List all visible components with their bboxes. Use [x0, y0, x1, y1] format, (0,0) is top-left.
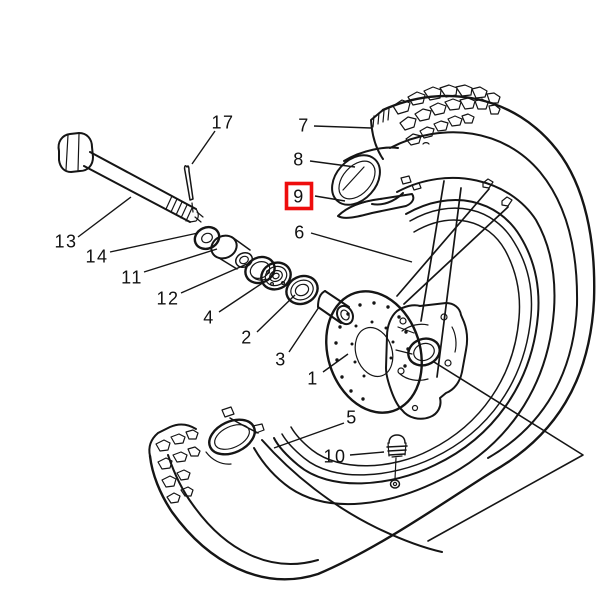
leader-line-part-4 — [218, 277, 271, 313]
leader-line-part-5 — [273, 422, 345, 449]
leader-line-part-10 — [349, 451, 385, 456]
leader-line-part-7 — [313, 125, 372, 129]
leader-line-part-3 — [288, 306, 320, 353]
oil-seal-drawing — [244, 255, 276, 285]
part-number-7[interactable]: 7 — [298, 116, 310, 136]
highlight-box — [284, 181, 314, 211]
part-number-1[interactable]: 1 — [307, 369, 319, 389]
hub-casting-drawing — [385, 302, 469, 420]
spokes-drawing — [396, 178, 584, 542]
assembly-guide-lines — [427, 361, 584, 542]
leader-line-part-6 — [310, 232, 413, 263]
part-number-12[interactable]: 12 — [156, 289, 179, 309]
part-number-4[interactable]: 4 — [203, 308, 215, 328]
tire-bead-hooks — [221, 175, 422, 434]
part-number-14[interactable]: 14 — [85, 247, 108, 267]
tread-knobs-top — [392, 84, 501, 146]
bearing-right-drawing — [285, 274, 319, 306]
spacer-drawing — [317, 290, 354, 326]
part-number-10[interactable]: 10 — [323, 447, 346, 467]
tread-knobs-bottom — [148, 423, 201, 504]
leader-line-part-12 — [180, 263, 248, 294]
leader-line-part-17 — [191, 130, 216, 165]
callout-layer: 17 7 8 9 6 13 14 11 12 4 2 31 510 — [54, 113, 413, 467]
leader-line-part-11 — [143, 248, 218, 273]
part-number-13[interactable]: 13 — [54, 232, 77, 252]
part-number-6[interactable]: 6 — [294, 223, 306, 243]
part-number-5[interactable]: 5 — [346, 408, 358, 428]
part-number-17[interactable]: 17 — [211, 113, 234, 133]
leader-line-part-1 — [322, 353, 349, 373]
leader-line-part-13 — [77, 196, 132, 238]
bearing-left-drawing — [260, 261, 292, 291]
tire-outline-drawing — [148, 94, 596, 581]
cotter-pin-drawing — [183, 165, 194, 213]
collar-drawing — [210, 234, 254, 270]
part-number-9[interactable]: 9 — [293, 187, 305, 207]
tube-cross-section-drawing — [205, 418, 256, 465]
part-number-11[interactable]: 11 — [121, 268, 143, 288]
leader-line-part-14 — [109, 232, 199, 253]
part-number-8[interactable]: 8 — [293, 150, 305, 170]
leader-line-part-2 — [256, 294, 296, 333]
spoke-nipples — [482, 178, 513, 207]
inner-tube-drawing — [331, 146, 404, 206]
valve-stem-drawing — [386, 434, 408, 489]
leader-line-part-9 — [314, 195, 346, 202]
part-number-2[interactable]: 2 — [241, 328, 253, 348]
brake-disc-drawing — [325, 290, 423, 414]
leader-line-part-8 — [309, 160, 356, 168]
wheel-rim-drawing — [273, 199, 540, 485]
part-number-3[interactable]: 3 — [275, 350, 287, 370]
rim-band-flap-drawing — [337, 193, 415, 219]
front-axle-drawing — [57, 132, 204, 223]
